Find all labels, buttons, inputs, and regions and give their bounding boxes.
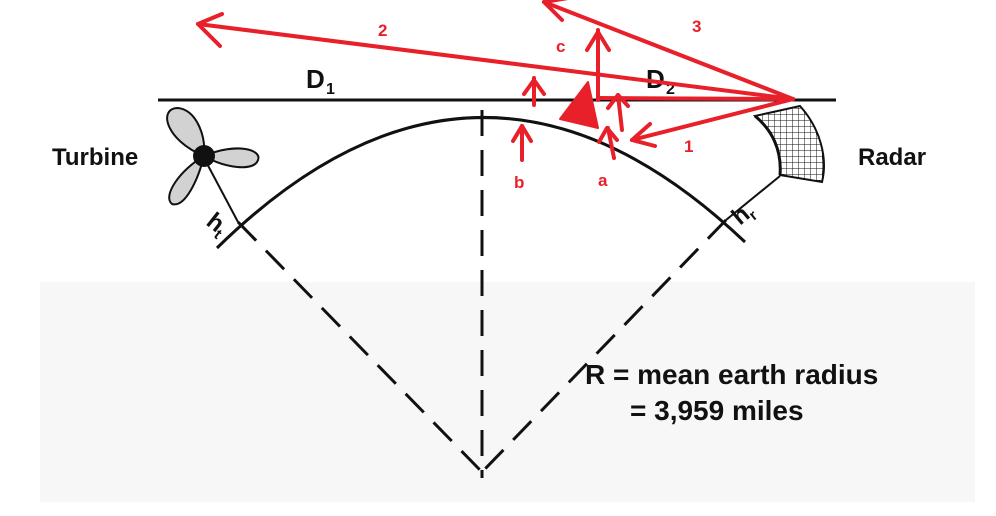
- radar-label: Radar: [858, 144, 926, 171]
- horizon-ray: [596, 96, 795, 101]
- ray-3-label: 3: [692, 17, 701, 36]
- d2-label: D: [646, 64, 665, 94]
- hr-label-group: h r: [727, 200, 762, 230]
- turbine-label: Turbine: [52, 144, 138, 171]
- background-panel: [40, 282, 975, 502]
- d1-label: D: [306, 64, 325, 94]
- arrow-mid: [616, 93, 624, 132]
- left-radius-dashed: [236, 220, 482, 472]
- d1-subscript: 1: [326, 81, 335, 98]
- ray-2-line: [196, 22, 795, 101]
- arrow-a-label: a: [598, 171, 608, 190]
- d2-subscript: 2: [666, 81, 675, 98]
- arrow-b-head: [511, 124, 533, 143]
- radar-icon: [752, 104, 825, 184]
- arrow-mid-head: [606, 93, 630, 110]
- ray-2-arrowhead: [196, 12, 224, 48]
- arrow-b-upper-head: [522, 78, 546, 96]
- ray-c-arrowhead: [585, 30, 611, 52]
- earth-surface-arc: [215, 116, 747, 250]
- red-annotations: [196, 0, 795, 162]
- turbine-icon: [166, 106, 260, 206]
- ray-3-line: [542, 0, 795, 101]
- ray-1-label: 1: [684, 137, 693, 156]
- ray-1-line: [630, 97, 795, 142]
- ray-1-arrowhead: [630, 122, 657, 148]
- turbine-height-line: [203, 157, 239, 223]
- ray-2-label: 2: [378, 21, 387, 40]
- ray-c-label: c: [556, 37, 565, 56]
- arrow-b-label: b: [514, 173, 524, 192]
- radius-line2: = 3,959 miles: [630, 395, 804, 426]
- ray-3-arrowhead: [542, 0, 569, 22]
- radius-line1: R = mean earth radius: [585, 359, 878, 390]
- arrow-a-head: [597, 126, 619, 144]
- right-radius-dashed: [482, 218, 728, 472]
- obstacle-triangle: [559, 81, 599, 129]
- radar-height-line: [725, 175, 781, 221]
